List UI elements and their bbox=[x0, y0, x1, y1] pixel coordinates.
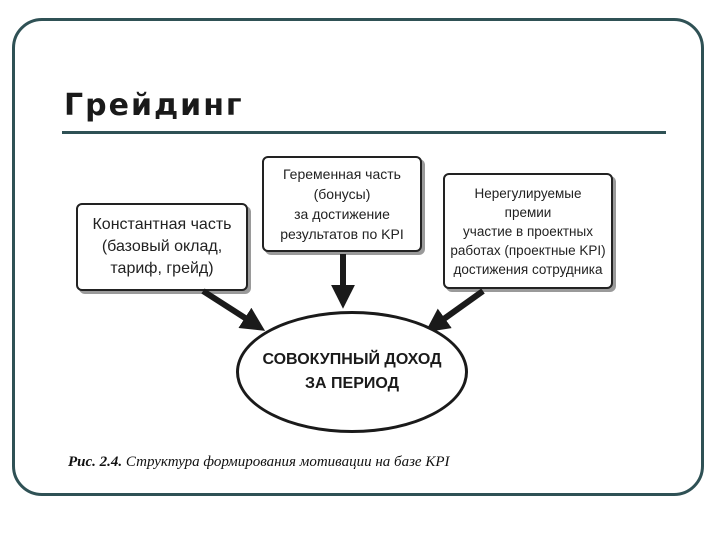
box-variable-part: Геременная часть (бонусы) за достижение … bbox=[262, 156, 422, 252]
slide-frame bbox=[12, 18, 704, 496]
slide-title: Грейдинг bbox=[64, 88, 244, 123]
box-unregulated-line-5: достижения сотрудника bbox=[453, 261, 603, 277]
box-constant-line-1: Константная часть bbox=[92, 216, 232, 233]
box-constant-line-3: тариф, грейд) bbox=[110, 260, 214, 277]
box-variable-line-4: результатов по KPI bbox=[280, 226, 404, 242]
figure-caption-text: Структура формирования мотивации на базе… bbox=[125, 454, 450, 470]
total-income-line-1: СОВОКУПНЫЙ ДОХОД bbox=[262, 351, 442, 368]
total-income-ellipse: СОВОКУПНЫЙ ДОХОД ЗА ПЕРИОД bbox=[236, 311, 468, 433]
title-underline bbox=[62, 131, 666, 134]
figure-number: Рис. 2.4. bbox=[68, 454, 123, 470]
box-unregulated-line-4: работах (проектные KPI) bbox=[450, 242, 606, 258]
arrow-left-to-center bbox=[201, 288, 266, 331]
figure-caption: Рис. 2.4. Структура формирования мотивац… bbox=[68, 454, 450, 471]
box-constant-part: Константная часть (базовый оклад, тариф,… bbox=[76, 203, 248, 291]
box-variable-line-2: (бонусы) bbox=[313, 186, 371, 202]
box-unregulated-line-1: Нерегулируемые bbox=[474, 185, 582, 201]
box-variable-line-1: Геременная часть bbox=[283, 166, 401, 182]
total-income-line-2: ЗА ПЕРИОД bbox=[305, 375, 399, 392]
arrow-right-to-center bbox=[425, 288, 485, 333]
box-unregulated-line-2: премии bbox=[504, 204, 552, 220]
box-constant-line-2: (базовый оклад, bbox=[101, 238, 223, 255]
box-unregulated-bonuses: Нерегулируемые премии участие в проектны… bbox=[443, 173, 613, 289]
box-unregulated-line-3: участие в проектных bbox=[463, 223, 593, 239]
box-variable-line-3: за достижение bbox=[294, 206, 390, 222]
